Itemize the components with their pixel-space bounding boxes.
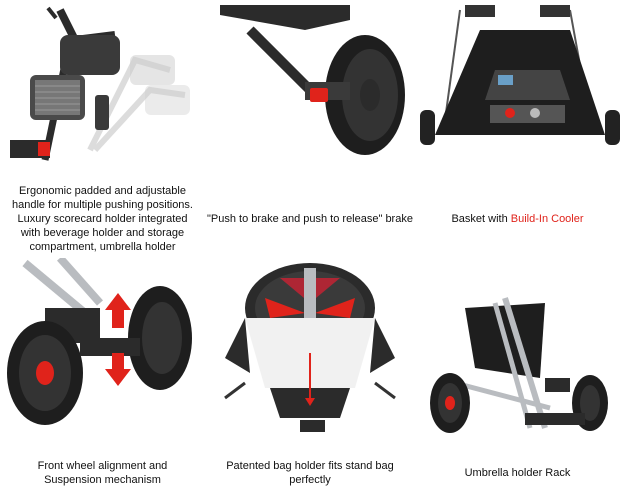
- caption-line: with beverage holder and storage: [20, 227, 185, 239]
- bag-holder-image: [210, 258, 410, 438]
- feature-front-wheel: Front wheel alignment and Suspension mec…: [0, 258, 205, 492]
- feature-basket: Basket with Build-In Cooler: [415, 0, 620, 255]
- caption-prefix: Basket with: [451, 213, 511, 225]
- caption-line: Patented bag holder fits stand bag: [226, 460, 394, 472]
- arrow-up-icon: [105, 293, 131, 328]
- front-wheel-suspension-image: [0, 258, 205, 433]
- umbrella-rack-caption: Umbrella holder Rack: [415, 466, 620, 480]
- front-wheel-caption: Front wheel alignment and Suspension mec…: [0, 459, 205, 487]
- caption-line: Luxury scorecard holder integrated: [17, 213, 188, 225]
- caption-line: "Push to brake and push to release" brak…: [207, 213, 413, 225]
- caption-line: Umbrella holder Rack: [464, 467, 571, 479]
- caption-line: Front wheel alignment and: [37, 460, 168, 472]
- caption-line: Suspension mechanism: [44, 474, 161, 486]
- feature-umbrella-rack: Umbrella holder Rack: [415, 258, 620, 492]
- feature-bag-holder: Patented bag holder fits stand bag perfe…: [205, 258, 415, 492]
- basket-caption: Basket with Build-In Cooler: [415, 212, 620, 226]
- caption-highlight: Build-In Cooler: [510, 213, 584, 225]
- brake-caption: "Push to brake and push to release" brak…: [205, 212, 415, 226]
- bag-holder-caption: Patented bag holder fits stand bag perfe…: [205, 459, 415, 487]
- caption-line: handle for multiple pushing positions.: [11, 199, 193, 211]
- basket-cooler-image: [420, 0, 620, 150]
- feature-handle: Ergonomic padded and adjustable handle f…: [0, 0, 205, 255]
- feature-brake: "Push to brake and push to release" brak…: [205, 0, 415, 255]
- handle-caption: Ergonomic padded and adjustable handle f…: [0, 184, 205, 254]
- caption-line: compartment, umbrella holder: [29, 241, 176, 253]
- caption-line: Ergonomic padded and adjustable: [19, 185, 186, 197]
- caption-line: perfectly: [289, 474, 331, 486]
- umbrella-rack-image: [425, 288, 615, 438]
- arrow-down-icon: [105, 353, 131, 386]
- brake-wheel-image: [210, 0, 410, 170]
- padded-handle-image: [0, 0, 205, 170]
